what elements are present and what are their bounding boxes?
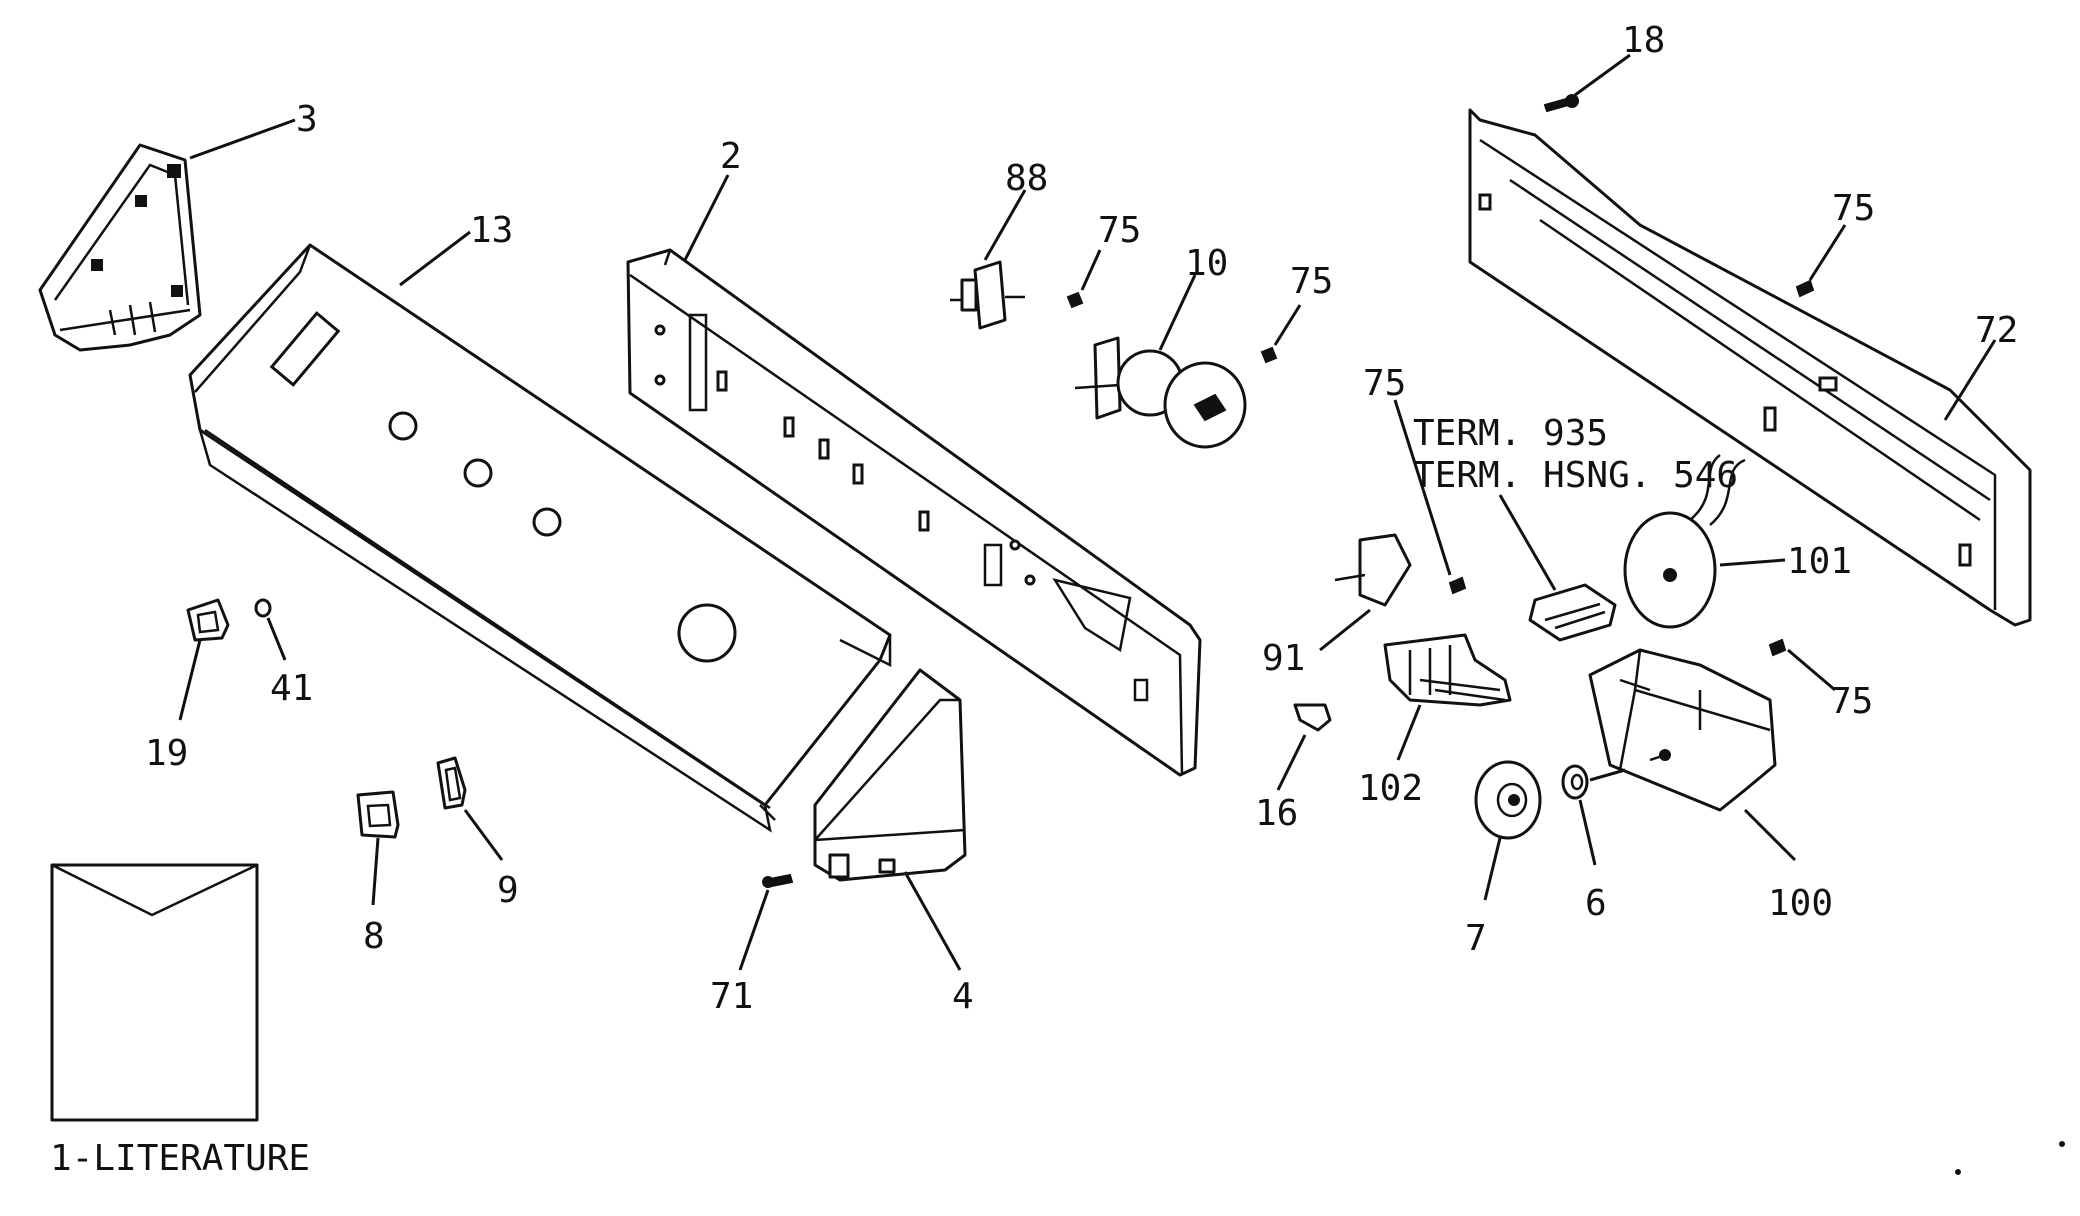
label-4: 4 <box>952 976 974 1017</box>
leader-9 <box>463 809 504 861</box>
label-16: 16 <box>1255 793 1298 834</box>
part-6-nut <box>1561 764 1589 800</box>
screw-18 <box>1543 94 1579 113</box>
part-8-lens <box>356 790 400 839</box>
literature-envelope-icon <box>50 863 259 1122</box>
label-100: 100 <box>1768 883 1833 924</box>
leader-7 <box>1483 837 1502 901</box>
leader-6 <box>1578 799 1597 866</box>
leader-10 <box>1158 274 1197 351</box>
label-literature: 1-LITERATURE <box>50 1138 310 1179</box>
label-75d: 75 <box>1830 681 1873 722</box>
label-18: 18 <box>1622 20 1665 61</box>
leader-75b <box>1273 304 1302 346</box>
label-term-hsng-546: TERM. HSNG. 546 <box>1413 455 1738 496</box>
label-91: 91 <box>1262 638 1305 679</box>
label-71: 71 <box>710 976 753 1017</box>
label-41: 41 <box>270 668 313 709</box>
label-9: 9 <box>497 870 519 911</box>
part-7-knob <box>1474 760 1542 840</box>
leader-88 <box>983 189 1027 261</box>
leader-102 <box>1396 704 1422 761</box>
speck <box>1955 1169 1961 1175</box>
label-3: 3 <box>296 99 318 140</box>
label-10: 10 <box>1185 243 1228 284</box>
leader-71 <box>738 889 770 971</box>
part-4-right-end-cap <box>813 668 967 882</box>
part-101-motor <box>1623 454 1746 629</box>
label-2: 2 <box>720 136 742 177</box>
screw-71 <box>762 873 794 889</box>
label-88: 88 <box>1005 158 1048 199</box>
label-8: 8 <box>363 916 385 957</box>
leader-101 <box>1719 558 1786 567</box>
label-13: 13 <box>470 210 513 251</box>
label-75a: 75 <box>1098 210 1141 251</box>
leader-2 <box>683 174 730 261</box>
speck <box>2059 1141 2065 1147</box>
part-91-switch <box>1334 533 1412 607</box>
label-19: 19 <box>145 733 188 774</box>
leader-13 <box>399 230 471 287</box>
label-75c: 75 <box>1832 188 1875 229</box>
leader-75c <box>1808 224 1847 281</box>
part-546-terminal-housing <box>1528 583 1617 642</box>
leader-8 <box>371 837 380 906</box>
leader-91 <box>1319 608 1371 652</box>
part-100-timer <box>1588 648 1777 812</box>
part-72-back-panel <box>1468 108 2032 627</box>
screw-75d <box>1768 638 1787 657</box>
label-75b: 75 <box>1290 261 1333 302</box>
label-101: 101 <box>1787 541 1852 582</box>
screw-75b <box>1260 346 1278 364</box>
leader-72 <box>1943 339 1997 421</box>
part-13-control-panel <box>188 243 892 833</box>
leader-19 <box>178 639 202 721</box>
leader-100 <box>1743 808 1797 862</box>
part-88-switch <box>950 260 1025 330</box>
part-3-left-end-cap <box>38 143 202 352</box>
label-term-935: TERM. 935 <box>1413 413 1608 454</box>
leader-4 <box>903 871 962 971</box>
leader-term <box>1498 494 1557 591</box>
part-102-terminal-block <box>1383 633 1512 707</box>
label-6: 6 <box>1585 883 1607 924</box>
leader-41 <box>266 617 287 661</box>
part-16-pin <box>1293 703 1332 732</box>
leader-18 <box>1574 53 1631 97</box>
leader-3 <box>189 118 296 160</box>
leader-16 <box>1276 734 1307 791</box>
part-19-lens <box>186 598 230 642</box>
label-72: 72 <box>1975 310 2018 351</box>
leader-75e <box>1393 399 1452 576</box>
screw-75c <box>1795 279 1815 298</box>
part-10-pressure-switch <box>1074 336 1247 449</box>
screw-75e <box>1448 576 1467 595</box>
label-75e: 75 <box>1363 363 1406 404</box>
screw-75a <box>1066 291 1084 309</box>
part-9-clip <box>436 756 467 810</box>
leader-75d <box>1787 648 1836 692</box>
part-41-lamp <box>254 598 272 618</box>
label-102: 102 <box>1358 768 1423 809</box>
leader-75a <box>1080 249 1102 291</box>
label-7: 7 <box>1465 918 1487 959</box>
part-2-mounting-rail <box>626 248 1202 777</box>
leader-6-link <box>1589 768 1626 782</box>
